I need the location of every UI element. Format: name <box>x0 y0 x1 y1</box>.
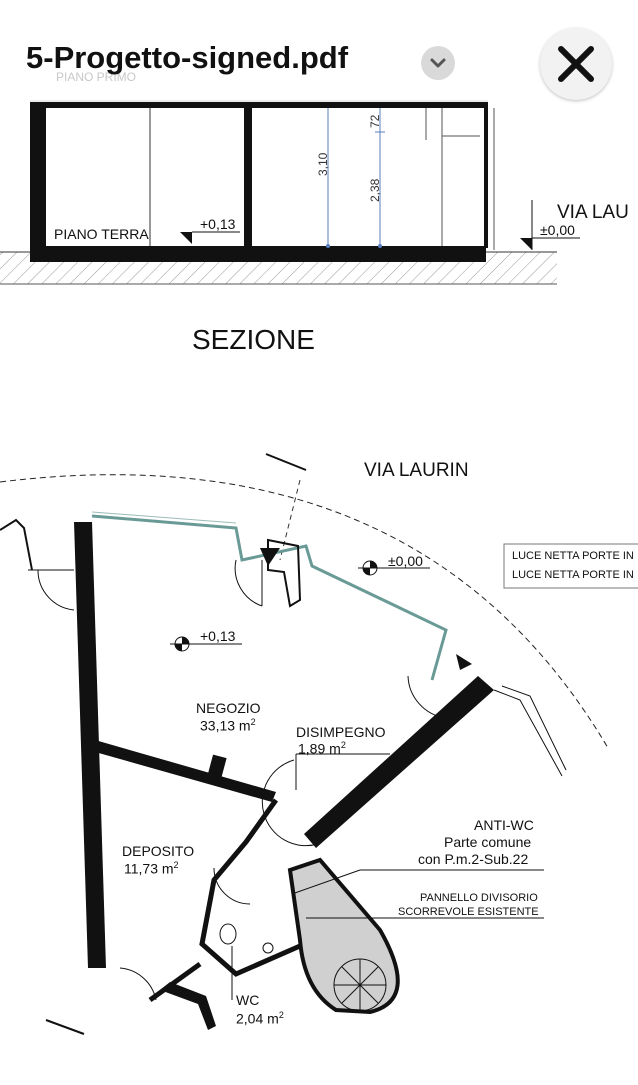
street-curve <box>0 474 609 749</box>
status-bar <box>0 0 638 22</box>
room-negozio-name: NEGOZIO <box>196 700 261 716</box>
section-partition <box>244 104 252 248</box>
room-antiwc-line2: con P.m.2-Sub.22 <box>418 851 529 867</box>
room-disimpegno-name: DISIMPEGNO <box>296 724 386 740</box>
faded-upper-floor-label: PIANO PRIMO <box>56 70 137 84</box>
room-antiwc-name: ANTI-WC <box>474 817 534 833</box>
street-level-label: ±0,00 <box>540 222 575 238</box>
room-antiwc-line1: Parte comune <box>444 834 532 850</box>
ground-floor-label: PIANO TERRA <box>54 226 149 242</box>
legend-line-1: LUCE NETTA PORTE IN <box>512 550 634 562</box>
plan-street-level: ±0,00 <box>388 553 423 569</box>
room-wc-area: 2,04 m2 <box>236 1010 284 1027</box>
plan-inside-level: +0,13 <box>200 628 236 644</box>
wall-east-diagonal <box>304 676 494 848</box>
level-marker-street-plan <box>358 560 430 576</box>
viewer-header: PIANO PRIMO <box>0 22 638 102</box>
room-deposito-area: 11,73 m2 <box>124 860 179 877</box>
ceiling-slab <box>30 100 488 108</box>
legend-box <box>503 543 638 589</box>
level-marker-street <box>520 238 532 250</box>
floor-slab <box>30 246 486 262</box>
document-title[interactable]: 5-Progetto-signed.pdf <box>26 40 349 75</box>
level-marker-inside <box>170 636 242 652</box>
chevron-down-icon <box>430 58 446 68</box>
section-title: SEZIONE <box>192 324 315 355</box>
street-label-section: VIA LAU <box>557 202 629 223</box>
room-wc-name: WC <box>236 992 260 1008</box>
close-button[interactable] <box>540 28 612 100</box>
legend-line-2: LUCE NETTA PORTE IN <box>512 569 634 581</box>
dim-310-label: 3,10 <box>316 152 330 176</box>
wall-deposito-north <box>88 738 276 802</box>
room-negozio-area: 33,13 m2 <box>200 717 256 734</box>
level-inside-label: +0,13 <box>200 216 236 232</box>
section-left-wall <box>30 100 46 250</box>
dim-72-label: 72 <box>368 114 382 128</box>
pannello-line-1: PANNELLO DIVISORIO <box>420 892 538 904</box>
facade <box>91 514 448 681</box>
staircase <box>287 857 400 1015</box>
title-menu-button[interactable] <box>421 46 455 80</box>
close-icon <box>558 46 594 82</box>
street-name: VIA LAURIN <box>364 460 469 481</box>
level-marker <box>180 232 192 244</box>
dim-238-label: 2,38 <box>368 178 382 202</box>
room-disimpegno-area: 1,89 m2 <box>298 740 346 757</box>
room-deposito-name: DEPOSITO <box>122 843 195 859</box>
pannello-line-2: SCORREVOLE ESISTENTE <box>398 906 539 918</box>
